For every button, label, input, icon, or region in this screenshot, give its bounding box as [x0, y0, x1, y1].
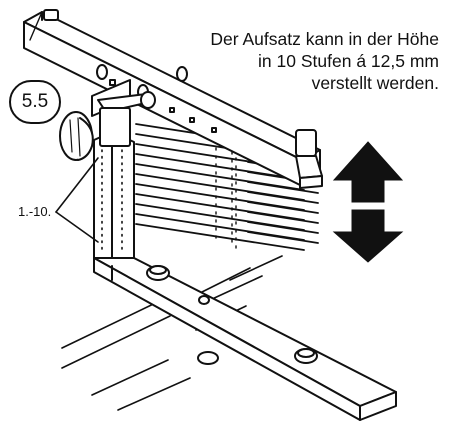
top-rail	[23, 9, 321, 187]
step-number-badge: 5.5	[9, 80, 61, 124]
caption-line-3: verstellt werden.	[311, 73, 439, 93]
beam-bolts	[146, 265, 318, 365]
bottom-beam	[93, 257, 397, 421]
height-step-lines	[135, 123, 319, 251]
arrow-down-icon	[332, 209, 404, 263]
caption-line-2: in 10 Stufen á 12,5 mm	[258, 51, 439, 71]
range-leader-lines	[55, 157, 99, 243]
caption-line-1: Der Aufsatz kann in der Höhe	[210, 29, 439, 49]
step-range-label: 1.-10.	[18, 204, 52, 219]
arrow-up-icon	[332, 141, 404, 203]
post-clamp	[97, 91, 156, 147]
height-adjustment-caption: Der Aufsatz kann in der Höhe in 10 Stufe…	[210, 28, 439, 94]
adjustment-knob-icon	[59, 111, 94, 161]
rail-end-cap	[295, 129, 323, 189]
